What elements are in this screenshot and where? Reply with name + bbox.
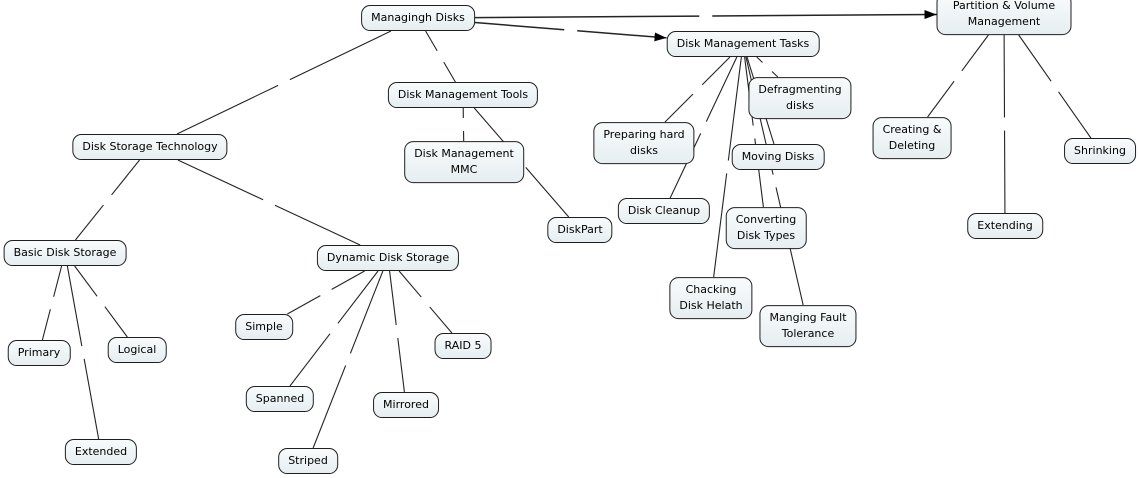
- concept-node-partition[interactable]: Partition & Volume Management: [936, 0, 1072, 35]
- concept-node-primary[interactable]: Primary: [7, 340, 71, 366]
- connector-basic-to-logical[interactable]: [74, 265, 128, 338]
- concept-node-chacking[interactable]: Chacking Disk Helath: [669, 277, 753, 319]
- concept-node-tools[interactable]: Disk Management Tools: [387, 82, 539, 108]
- connector-tasks-to-defrag[interactable]: [756, 56, 779, 78]
- concept-node-striped[interactable]: Striped: [278, 448, 338, 474]
- connector-dynamic-to-raid5[interactable]: [398, 270, 453, 334]
- connector-managing-to-tasks[interactable]: [474, 21, 667, 42]
- concept-node-raid5[interactable]: RAID 5: [434, 333, 492, 359]
- concept-node-shrinking[interactable]: Shrinking: [1064, 138, 1136, 164]
- connector-partition-to-creating[interactable]: [927, 34, 989, 118]
- connector-partition-to-shrinking[interactable]: [1018, 34, 1092, 139]
- concept-node-extending[interactable]: Extending: [967, 213, 1043, 239]
- connector-dynamic-to-spanned[interactable]: [289, 270, 379, 387]
- connector-basic-to-primary[interactable]: [41, 265, 63, 341]
- connector-dynamic-to-simple[interactable]: [287, 270, 365, 315]
- concept-node-converting[interactable]: Converting Disk Types: [725, 207, 807, 249]
- connector-managing-to-storage[interactable]: [176, 30, 392, 135]
- connector-tasks-to-preparing[interactable]: [664, 56, 731, 123]
- concept-node-basic[interactable]: Basic Disk Storage: [3, 240, 127, 266]
- concept-node-tasks[interactable]: Disk Management Tasks: [666, 31, 820, 57]
- concept-node-creating[interactable]: Creating & Deleting: [872, 117, 952, 159]
- concept-node-preparing[interactable]: Preparing hard disks: [593, 122, 695, 164]
- connector-storage-to-basic[interactable]: [74, 159, 141, 241]
- connector-basic-to-extended[interactable]: [66, 265, 100, 440]
- concept-node-dynamic[interactable]: Dynamic Disk Storage: [316, 245, 460, 271]
- concept-node-defrag[interactable]: Defragmenting disks: [748, 77, 852, 119]
- concept-node-spanned[interactable]: Spanned: [245, 386, 315, 412]
- connector-storage-to-dynamic[interactable]: [177, 159, 361, 246]
- concept-node-simple[interactable]: Simple: [235, 314, 293, 340]
- concept-node-extended[interactable]: Extended: [64, 439, 138, 465]
- concept-node-managing[interactable]: Managingh Disks: [361, 5, 475, 31]
- concept-node-fault[interactable]: Manging Fault Tolerance: [759, 305, 857, 347]
- concept-node-mmc[interactable]: Disk Management MMC: [404, 141, 524, 183]
- connector-dynamic-to-striped[interactable]: [312, 270, 384, 449]
- concept-node-logical[interactable]: Logical: [107, 337, 167, 363]
- concept-node-diskpart[interactable]: DiskPart: [547, 217, 613, 243]
- connector-dynamic-to-mirrored[interactable]: [389, 270, 405, 393]
- concept-node-moving[interactable]: Moving Disks: [731, 144, 825, 170]
- concept-node-storage[interactable]: Disk Storage Technology: [72, 134, 228, 160]
- connector-partition-to-extending[interactable]: [1003, 34, 1006, 214]
- concept-node-mirrored[interactable]: Mirrored: [373, 392, 439, 418]
- concept-node-cleanup[interactable]: Disk Cleanup: [617, 198, 711, 224]
- connector-tasks-to-chacking[interactable]: [713, 56, 742, 278]
- connector-tasks-to-cleanup[interactable]: [669, 56, 738, 199]
- connector-managing-to-tools[interactable]: [425, 30, 456, 83]
- connector-managing-to-partition[interactable]: [474, 10, 937, 20]
